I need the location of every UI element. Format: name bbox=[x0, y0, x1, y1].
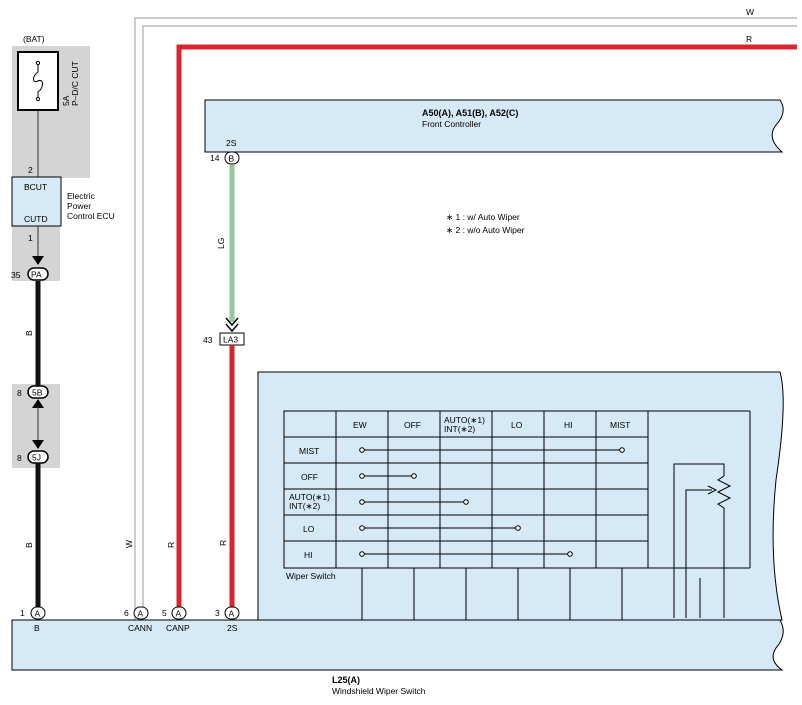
ecu-name-2: Power bbox=[67, 201, 91, 211]
connector-a-pin1-label: A bbox=[35, 609, 41, 619]
connector-a-pin1 bbox=[30, 606, 46, 620]
wire-label-lg: LG bbox=[216, 238, 226, 249]
wire-label-r-top: R bbox=[746, 34, 752, 44]
ecu-terminal-top: BCUT bbox=[24, 182, 47, 192]
switch-table bbox=[283, 410, 751, 569]
connector-a-pin5-number: 5 bbox=[162, 608, 167, 618]
junction-la3-label: LA3 bbox=[223, 335, 238, 345]
note-1: ∗ 1 : w/ Auto Wiper bbox=[446, 212, 520, 222]
connector-a-pin3-label: A bbox=[229, 609, 235, 619]
ecu-name-1: Electric bbox=[67, 191, 96, 201]
fuse-terminal-bottom bbox=[35, 96, 41, 102]
wiper-switch-title: Wiper Switch bbox=[286, 571, 336, 581]
connector-arrow-icon bbox=[32, 440, 44, 449]
fuse-source: (BAT) bbox=[23, 34, 45, 44]
junction-5b-label: 5B bbox=[32, 388, 43, 398]
fuse-terminal-top bbox=[35, 60, 41, 66]
connector-a-pin1-number: 1 bbox=[20, 608, 25, 618]
wire-r-top bbox=[176, 44, 797, 608]
switch-row-hi: HI bbox=[304, 550, 313, 560]
terminal-cann-name: CANN bbox=[128, 623, 152, 633]
connector-a-pin6-number: 6 bbox=[124, 608, 129, 618]
wiper-switch-name: Windshield Wiper Switch bbox=[332, 686, 426, 696]
switch-row-int: INT(∗2) bbox=[289, 501, 320, 511]
variable-resistor-icon bbox=[673, 463, 732, 618]
ecu-pin-bottom: 1 bbox=[28, 233, 33, 243]
terminal-2s-name: 2S bbox=[227, 623, 238, 633]
ecu-box bbox=[11, 176, 62, 227]
ecu-terminal-bottom: CUTD bbox=[24, 214, 48, 224]
switch-row-lo: LO bbox=[303, 524, 315, 534]
junction-pa bbox=[27, 267, 49, 281]
junction-5b-pin: 8 bbox=[17, 388, 22, 398]
junction-5j-pin: 8 bbox=[17, 453, 22, 463]
connector-a-pin5-label: A bbox=[176, 609, 182, 619]
connector-a-pin3-number: 3 bbox=[215, 608, 220, 618]
ecu-pin-top: 2 bbox=[28, 165, 33, 175]
connector-arrow-icon bbox=[225, 317, 239, 333]
terminal-canp-name: CANP bbox=[166, 623, 190, 633]
switch-col-ew: EW bbox=[353, 420, 367, 430]
front-controller-name: Front Controller bbox=[422, 119, 481, 129]
junction-5b bbox=[27, 385, 49, 399]
switch-output-lines bbox=[361, 568, 623, 620]
ecu-name-3: Control ECU bbox=[67, 211, 115, 221]
switch-row-mist: MIST bbox=[299, 446, 319, 456]
fuse-icon bbox=[33, 62, 43, 100]
wire-label-r-canp: R bbox=[166, 542, 176, 548]
junction-5j-label: 5J bbox=[32, 453, 41, 463]
wire-label-w: W bbox=[124, 540, 134, 548]
junction-pa-label: PA bbox=[31, 270, 42, 280]
switch-continuity bbox=[359, 447, 625, 557]
fuse-name: P–D/C CUT bbox=[70, 61, 80, 106]
wire-label-b-lower: B bbox=[24, 542, 34, 548]
wiper-switch-code: L25(A) bbox=[332, 675, 360, 685]
connector-a-pin5 bbox=[171, 606, 187, 620]
front-controller-pin: 14 bbox=[210, 153, 220, 163]
note-2: ∗ 2 : w/o Auto Wiper bbox=[446, 225, 525, 235]
switch-col-off: OFF bbox=[404, 420, 421, 430]
switch-col-lo: LO bbox=[511, 420, 523, 430]
terminal-b-name: B bbox=[34, 623, 40, 633]
front-controller-panel bbox=[204, 99, 784, 153]
connector-arrow-icon bbox=[32, 256, 44, 265]
switch-col-hi: HI bbox=[564, 420, 573, 430]
connector-a-pin3 bbox=[224, 606, 240, 620]
wiper-switch-panel bbox=[257, 371, 784, 621]
wire-label-w-top: W bbox=[746, 7, 754, 17]
wire-w-top bbox=[134, 17, 797, 620]
switch-col-auto: AUTO(∗1) bbox=[444, 415, 485, 425]
wire-label-r-2s: R bbox=[218, 540, 228, 546]
fuse-rating: 5A bbox=[61, 95, 71, 106]
switch-col-mist: MIST bbox=[610, 420, 630, 430]
connector-arrow-icon bbox=[32, 399, 44, 408]
front-controller-terminal: 2S bbox=[226, 138, 237, 148]
connector-a-pin6 bbox=[133, 606, 149, 620]
wire-w-inner bbox=[142, 25, 797, 608]
wiper-switch-bar bbox=[11, 619, 784, 671]
switch-row-auto: AUTO(∗1) bbox=[289, 492, 330, 502]
wire-label-b-upper: B bbox=[24, 330, 34, 336]
front-controller-code: A50(A), A51(B), A52(C) bbox=[422, 108, 518, 118]
switch-col-int: INT(∗2) bbox=[444, 424, 475, 434]
connector-a-pin6-label: A bbox=[138, 609, 144, 619]
junction-pa-pin: 35 bbox=[11, 270, 21, 280]
junction-la3-pin: 43 bbox=[203, 335, 213, 345]
connector-b-front bbox=[224, 151, 240, 165]
switch-row-off: OFF bbox=[301, 472, 318, 482]
connector-b-front-label: B bbox=[229, 154, 235, 164]
